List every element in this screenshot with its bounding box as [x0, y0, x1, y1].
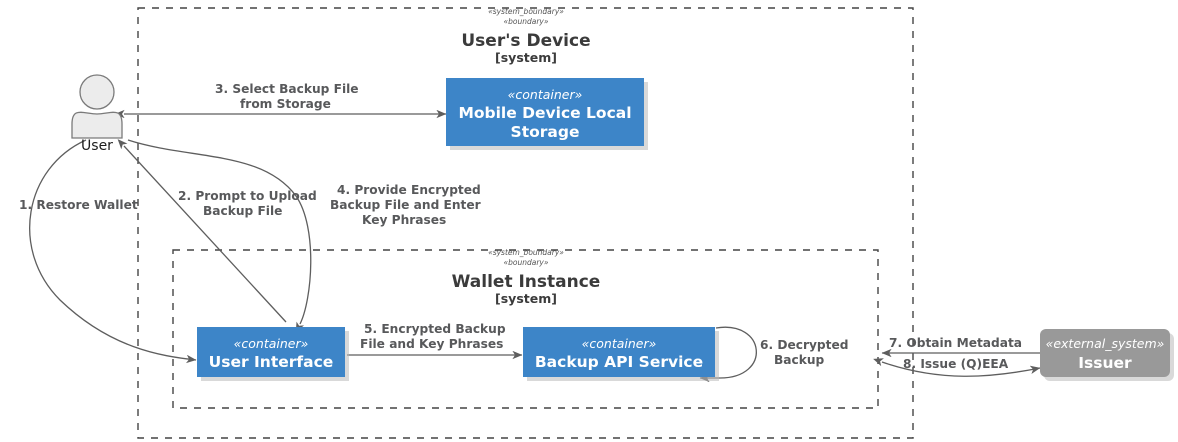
boundary-users-device-title: User's Device: [461, 31, 590, 51]
node-mobile-storage-stereotype: «container»: [508, 87, 583, 102]
node-issuer-title: Issuer: [1078, 354, 1132, 372]
node-backup-api-service[interactable]: «container» Backup API Service: [523, 327, 719, 381]
node-issuer-stereotype: «external_system»: [1046, 336, 1165, 351]
edge-8-path: [873, 358, 1041, 377]
edge-5-label-line-2: File and Key Phrases: [360, 337, 503, 351]
boundary-users-device: «system_boundary» «boundary» User's Devi…: [137, 7, 914, 439]
edge-6-decrypted-backup: 6. Decrypted Backup: [699, 326, 848, 383]
boundary-users-device-stereotype-1: «system_boundary»: [488, 7, 564, 16]
node-backup-api-service-title: Backup API Service: [535, 353, 703, 371]
edge-6-label-line-2: Backup: [774, 353, 825, 367]
edge-4-label-line-2: Backup File and Enter: [330, 198, 481, 212]
boundary-users-device-subtitle: [system]: [495, 50, 557, 65]
boundary-wallet-instance-subtitle: [system]: [495, 291, 557, 306]
actor-user-label: User: [81, 138, 113, 154]
edge-8-issue-qeea: 8. Issue (Q)EEA: [873, 357, 1041, 377]
edge-5-encrypted-backup: 5. Encrypted Backup File and Key Phrases: [347, 322, 523, 360]
actor-user-head-icon: [79, 74, 115, 110]
boundary-wallet-instance-title: Wallet Instance: [452, 272, 601, 292]
edge-4-path: [117, 139, 287, 323]
edge-1-restore-wallet: 1. Restore Wallet: [19, 139, 197, 364]
edge-1-label: 1. Restore Wallet: [19, 198, 138, 212]
edge-6-path: [699, 326, 757, 383]
edge-2-label-line-1: 2. Prompt to Upload: [178, 189, 317, 203]
node-user-interface-stereotype: «container»: [234, 336, 309, 351]
edge-2-prompt-upload: 2. Prompt to Upload Backup File: [127, 139, 317, 333]
edge-8-label: 8. Issue (Q)EEA: [903, 357, 1009, 371]
boundary-wallet-instance: «system_boundary» «boundary» Wallet Inst…: [172, 248, 879, 409]
edge-6-label-line-1: 6. Decrypted: [760, 338, 848, 352]
edge-5-label-line-1: 5. Encrypted Backup: [364, 322, 506, 336]
edge-3-select-backup-file: 3. Select Backup File from Storage: [114, 82, 447, 119]
edge-4-label-line-1: 4. Provide Encrypted: [337, 183, 481, 197]
boundary-users-device-stereotype-2: «boundary»: [504, 17, 549, 26]
node-backup-api-service-stereotype: «container»: [582, 336, 657, 351]
node-backup-api-service-box: [523, 327, 715, 377]
edge-2-path: [127, 139, 312, 333]
boundary-wallet-instance-stereotype-2: «boundary»: [504, 258, 549, 267]
node-user-interface[interactable]: «container» User Interface: [197, 327, 349, 381]
edge-4-label-line-3: Key Phrases: [362, 213, 446, 227]
node-mobile-storage-box: [446, 78, 644, 146]
node-user-interface-title: User Interface: [209, 353, 334, 371]
actor-user[interactable]: User: [71, 74, 123, 154]
node-mobile-storage-title-line-1: Mobile Device Local: [458, 104, 631, 122]
node-user-interface-box: [197, 327, 345, 377]
edge-3-label-line-1: 3. Select Backup File: [215, 82, 359, 96]
edge-3-label-line-2: from Storage: [240, 97, 331, 111]
boundary-wallet-instance-rect: [172, 249, 879, 409]
edge-7-label: 7. Obtain Metadata: [889, 336, 1022, 350]
edge-4-provide-encrypted: 4. Provide Encrypted Backup File and Ent…: [117, 139, 481, 323]
edge-7-obtain-metadata: 7. Obtain Metadata: [881, 336, 1040, 358]
node-issuer-box: [1040, 329, 1170, 377]
node-issuer[interactable]: «external_system» Issuer: [1040, 329, 1174, 381]
edge-1-path: [29, 139, 197, 364]
edge-2-label-line-2: Backup File: [203, 204, 282, 218]
boundary-wallet-instance-stereotype-1: «system_boundary»: [488, 248, 564, 257]
node-mobile-storage[interactable]: «container» Mobile Device Local Storage: [446, 78, 648, 150]
actor-user-body-icon: [71, 111, 123, 139]
node-mobile-storage-title-line-2: Storage: [511, 123, 580, 141]
